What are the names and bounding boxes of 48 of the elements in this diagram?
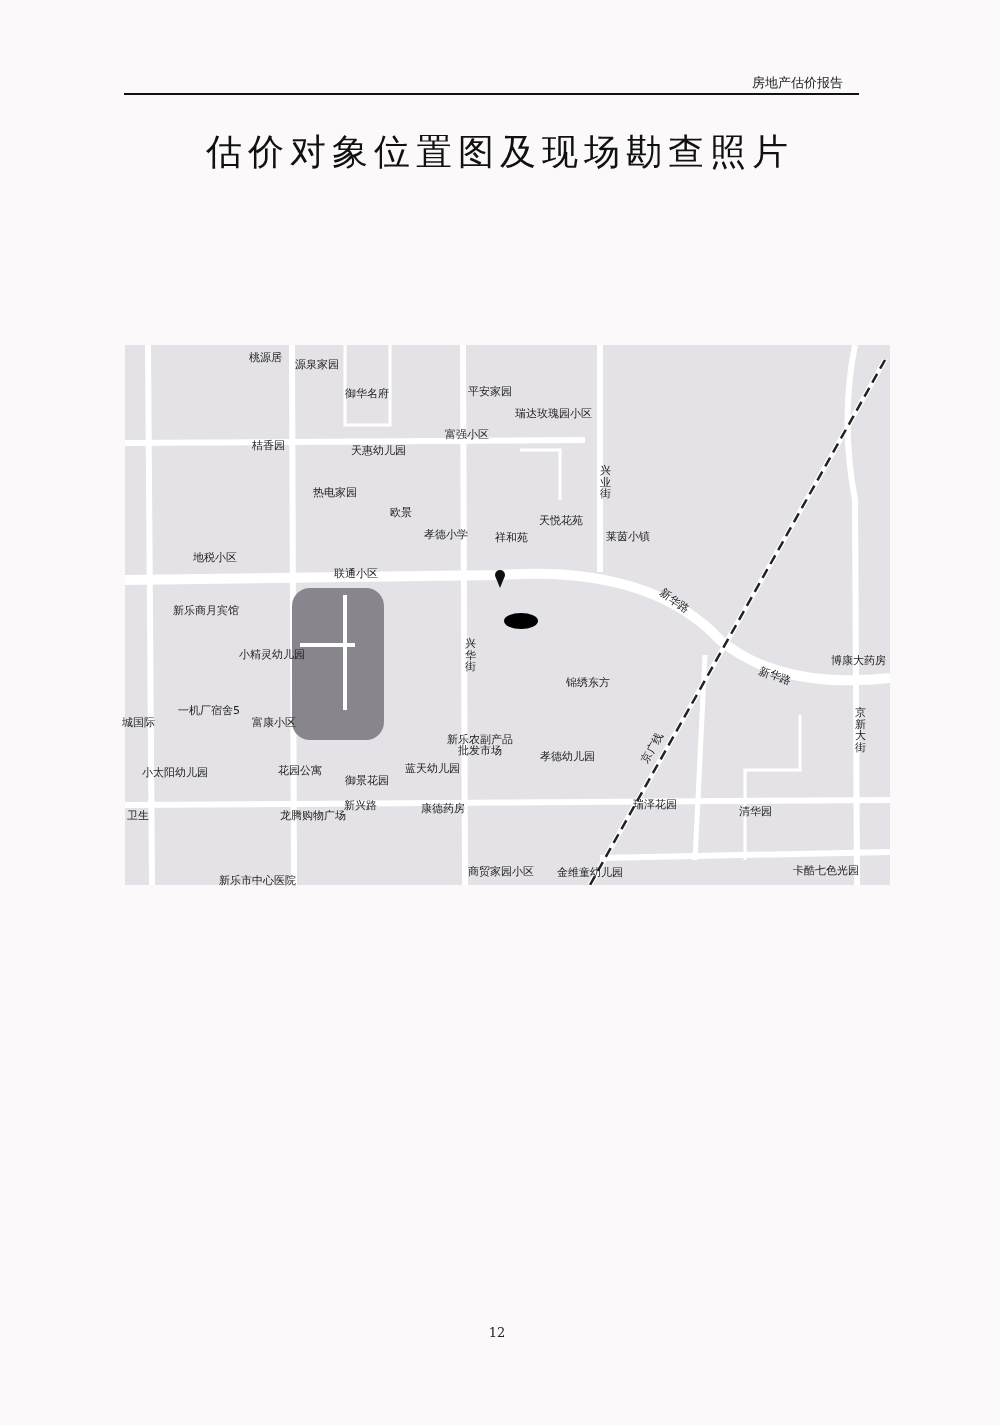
map-label: 御华名府 bbox=[345, 387, 389, 399]
map-label: 瑞达玫瑰园小区 bbox=[514, 407, 592, 419]
map-label: 小精灵幼儿园 bbox=[239, 648, 305, 660]
map-label: 城国际 bbox=[121, 716, 155, 728]
map-label: 金维童幼儿园 bbox=[557, 866, 623, 878]
map-label: 御景花园 bbox=[345, 774, 389, 786]
map-label: 康德药房 bbox=[421, 802, 465, 814]
map-label: 桔香园 bbox=[251, 439, 285, 451]
street-label: 兴业街 bbox=[599, 464, 611, 500]
map-label: 新乐市中心医院 bbox=[218, 874, 296, 886]
street-label: 新华路 bbox=[757, 665, 793, 687]
map-label: 小太阳幼儿园 bbox=[142, 766, 208, 778]
map-label: 博康大药房 bbox=[830, 654, 886, 666]
running-header: 房地产估价报告 bbox=[751, 75, 843, 89]
map-label: 桃源居 bbox=[248, 351, 282, 363]
map-label: 龙腾购物广场 bbox=[280, 809, 346, 821]
map-label: 蓝天幼儿园 bbox=[404, 762, 460, 774]
street-label: 新华路 bbox=[658, 587, 692, 615]
map-label: 平安家园 bbox=[468, 385, 512, 397]
map-label: 一机厂宿舍5 bbox=[178, 704, 240, 716]
map-label: 孝德小学 bbox=[424, 528, 468, 540]
map-label: 卫生 bbox=[127, 809, 149, 821]
map-label: 莱茵小镇 bbox=[606, 530, 650, 542]
map-label: 天惠幼儿园 bbox=[350, 444, 406, 456]
map-label: 清华园 bbox=[738, 805, 772, 817]
map-label: 新乐农副产品批发市场 bbox=[447, 734, 513, 756]
map-label: 祥和苑 bbox=[494, 531, 528, 543]
map-label: 富康小区 bbox=[252, 716, 296, 728]
map-label: 孝德幼儿园 bbox=[539, 750, 595, 762]
map-label: 卡酷七色光园 bbox=[793, 864, 859, 876]
map-label: 花园公寓 bbox=[278, 764, 322, 776]
map-label: 地税小区 bbox=[193, 551, 237, 563]
street-label: 兴华街 bbox=[464, 637, 476, 673]
title: 估价对象位置图及现场勘查照片 bbox=[205, 130, 795, 174]
map-label: 新兴路 bbox=[343, 799, 377, 811]
street-label: 京广线 bbox=[639, 730, 665, 766]
map-label: 欧景 bbox=[390, 506, 412, 518]
map-label: 锦绣东方 bbox=[566, 676, 610, 688]
page-number: 12 bbox=[488, 1325, 506, 1339]
map-label: 天悦花苑 bbox=[539, 514, 583, 526]
map-label: 瑞泽花园 bbox=[633, 798, 677, 810]
map-label: 热电家园 bbox=[313, 486, 357, 498]
map-label: 商贸家园小区 bbox=[468, 865, 534, 877]
map-label: 联通小区 bbox=[334, 567, 378, 579]
map-label: 富强小区 bbox=[445, 428, 489, 440]
street-label: 京新大街 bbox=[854, 706, 866, 754]
map-label: 新乐商月宾馆 bbox=[173, 604, 239, 616]
map-label: 源泉家园 bbox=[295, 358, 339, 370]
